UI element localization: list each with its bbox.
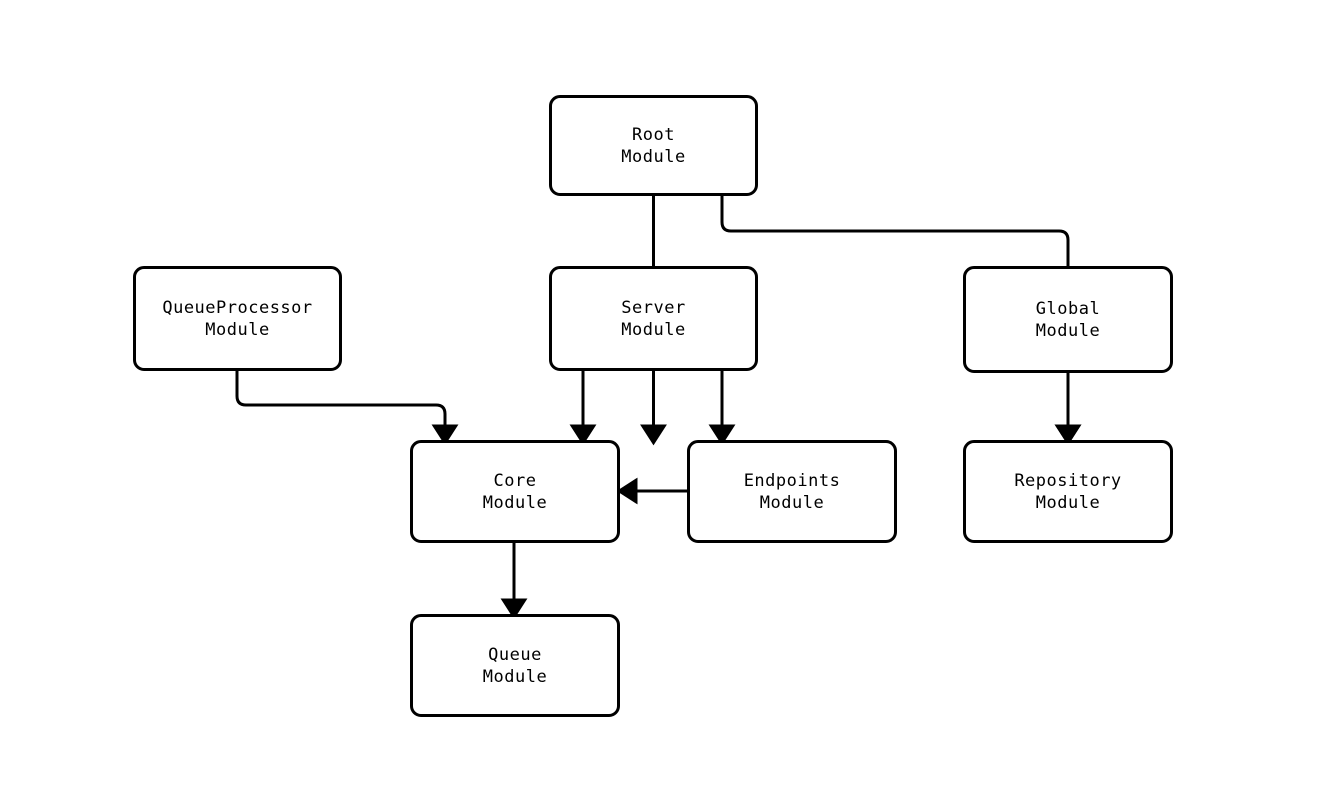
node-repository[interactable]: Repository Module	[963, 440, 1173, 543]
node-core[interactable]: Core Module	[410, 440, 620, 543]
node-core-name: Core	[493, 470, 537, 491]
node-queueprocessor-name: QueueProcessor	[162, 297, 313, 318]
node-server-name: Server	[621, 297, 686, 318]
node-queueprocessor-suffix: Module	[205, 319, 270, 340]
node-repository-name: Repository	[1014, 470, 1122, 491]
node-core-suffix: Module	[482, 492, 548, 513]
node-global-suffix: Module	[1035, 320, 1101, 341]
node-queue-suffix: Module	[482, 666, 548, 687]
node-global[interactable]: Global Module	[963, 266, 1173, 373]
node-root-name: Root	[632, 124, 675, 145]
node-global-name: Global	[1035, 298, 1101, 319]
node-queueprocessor[interactable]: QueueProcessor Module	[133, 266, 342, 371]
edge-queueprocessor-to-core	[235, 371, 459, 446]
node-queue-name: Queue	[488, 644, 542, 665]
node-root[interactable]: Root Module	[549, 95, 758, 196]
node-queue[interactable]: Queue Module	[410, 614, 620, 717]
node-endpoints-suffix: Module	[759, 492, 825, 513]
node-root-suffix: Module	[621, 146, 686, 167]
node-server[interactable]: Server Module	[549, 266, 758, 371]
node-endpoints-name: Endpoints	[743, 470, 841, 491]
node-endpoints[interactable]: Endpoints Module	[687, 440, 897, 543]
node-repository-suffix: Module	[1035, 492, 1101, 513]
node-server-suffix: Module	[621, 319, 686, 340]
